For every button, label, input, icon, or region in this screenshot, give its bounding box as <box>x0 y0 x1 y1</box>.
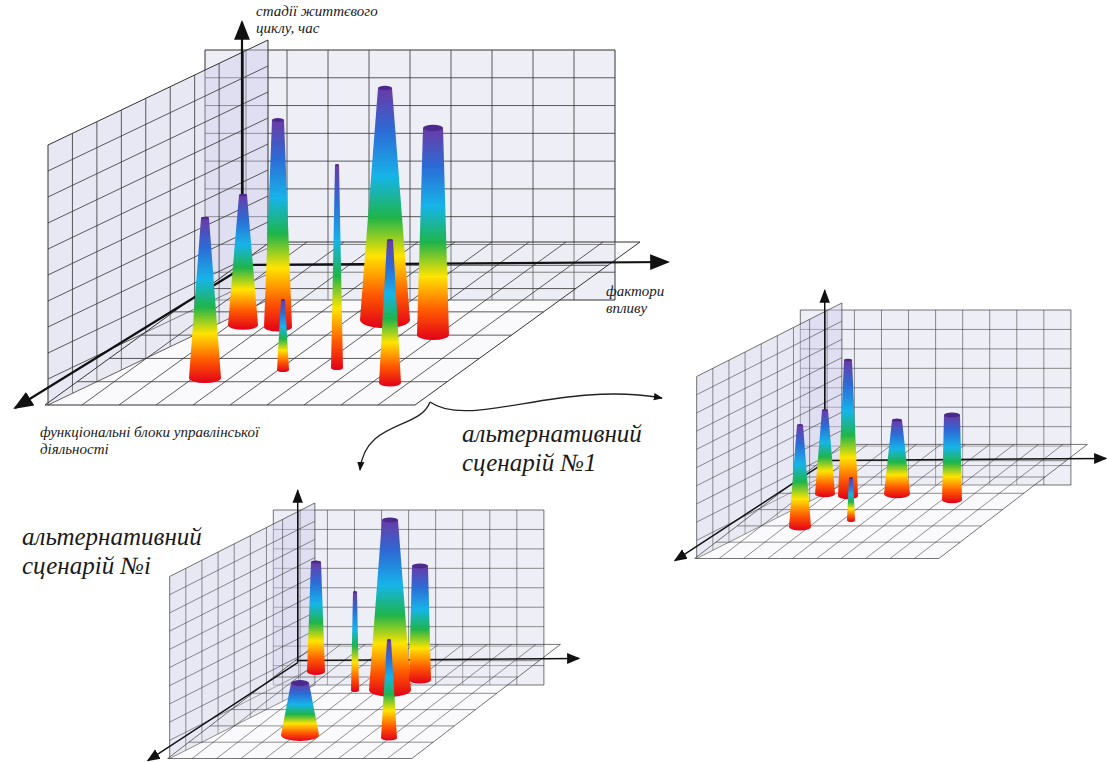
grid-line <box>841 444 990 558</box>
cone-top <box>382 517 398 522</box>
cone <box>884 420 910 498</box>
cone-top <box>291 680 309 686</box>
cone-top <box>944 412 960 417</box>
axis <box>825 458 1106 460</box>
grid-line <box>697 339 842 413</box>
cone-top <box>822 409 828 411</box>
cone-top <box>849 477 853 479</box>
grid-line <box>109 358 479 359</box>
cone <box>331 165 343 370</box>
grid-line <box>189 742 433 743</box>
grid-plane <box>168 644 561 758</box>
grid-line <box>697 321 842 395</box>
cone-top <box>797 424 803 426</box>
chart-frame <box>15 22 668 408</box>
grid-line <box>716 542 960 543</box>
cone <box>815 410 835 497</box>
cone-top <box>387 239 393 241</box>
grid-line <box>48 66 268 171</box>
cone <box>417 128 449 340</box>
cone <box>264 120 292 331</box>
cone <box>189 218 221 383</box>
axis-label: стадії життєвого циклу, час <box>256 3 391 36</box>
grid-line <box>170 576 315 650</box>
cone <box>351 592 359 692</box>
grid-line <box>914 444 1063 558</box>
cone-top <box>239 194 247 197</box>
cone <box>838 360 858 499</box>
axis <box>148 663 298 761</box>
cone-top <box>844 359 852 362</box>
cone-top <box>423 125 443 131</box>
grid-line <box>210 725 454 726</box>
scenario-arrow <box>360 402 430 470</box>
cone-top <box>378 86 392 90</box>
cone <box>281 683 319 741</box>
axis-label: фактори впливу <box>606 283 686 316</box>
cone-top <box>387 639 391 641</box>
grid-line <box>48 92 268 197</box>
cone-top <box>281 299 285 301</box>
cone-top <box>412 563 428 568</box>
grid-line <box>697 358 842 432</box>
cone <box>789 425 811 531</box>
grid-line <box>48 144 268 249</box>
axis <box>242 262 668 265</box>
cone-top <box>335 164 339 166</box>
grid-plane <box>45 242 640 405</box>
cone <box>942 415 962 503</box>
cone <box>228 195 258 330</box>
grid-line <box>174 311 544 312</box>
scenario-title: альтернативний сценарій №і <box>22 523 292 581</box>
scenario-arrow <box>430 394 662 411</box>
cone <box>277 300 289 372</box>
grid-line <box>170 594 315 668</box>
grid-line <box>48 118 268 223</box>
cone-top <box>353 591 357 593</box>
cone <box>847 478 855 522</box>
grid-line <box>737 525 981 526</box>
grid-line <box>792 444 941 558</box>
grid-line <box>231 709 475 710</box>
chart-frame <box>675 290 1106 560</box>
cone-top <box>892 418 902 421</box>
cone-top <box>272 118 284 122</box>
grid-line <box>170 539 315 613</box>
grid-line <box>801 477 1045 478</box>
cone <box>379 240 401 387</box>
grid-line <box>890 444 1039 558</box>
chart-frame <box>148 490 579 760</box>
grid-line <box>378 242 603 405</box>
cone <box>409 566 431 684</box>
cone <box>381 640 397 741</box>
cone-top <box>201 217 209 220</box>
axis-label: функціональні блоки управлінської діяльн… <box>40 424 290 457</box>
scenario-title: альтернативний сценарій №1 <box>462 420 732 478</box>
axis <box>298 658 579 660</box>
grid-line <box>170 558 315 632</box>
cone-top <box>311 560 321 563</box>
axis <box>297 490 298 662</box>
cone <box>307 562 325 675</box>
